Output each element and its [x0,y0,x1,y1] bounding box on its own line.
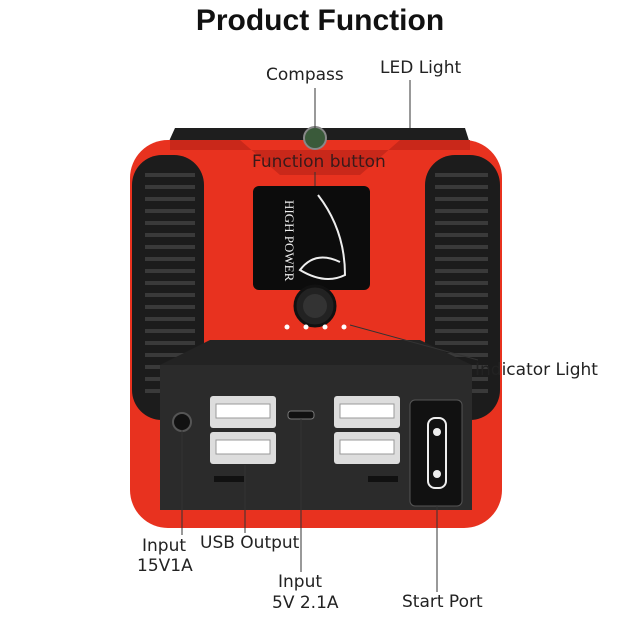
label-compass: Compass [266,65,344,85]
indicator-lights [284,324,347,330]
brand-text: HIGH POWER [282,200,297,282]
label-input-5v-value: 5V 2.1A [272,593,339,613]
label-input-15v-value: 15V1A [137,556,193,576]
start-port[interactable] [409,399,463,507]
dc-input-jack[interactable] [172,412,192,432]
compass-icon [303,126,327,150]
label-indicator-light: Indicator Light [475,360,598,380]
leader-lines [181,80,479,592]
label-start-port: Start Port [402,592,483,612]
label-input-5v: Input [278,572,323,592]
usb-output-ports[interactable] [210,396,400,464]
display-screen [253,186,370,290]
label-usb-output: USB Output [200,533,300,553]
micro-usb-input[interactable] [287,410,315,420]
page-title: Product Function [195,4,445,37]
label-led-light: LED Light [380,58,462,78]
label-input-15v: Input [142,536,187,556]
label-function-button: Function button [252,152,386,172]
